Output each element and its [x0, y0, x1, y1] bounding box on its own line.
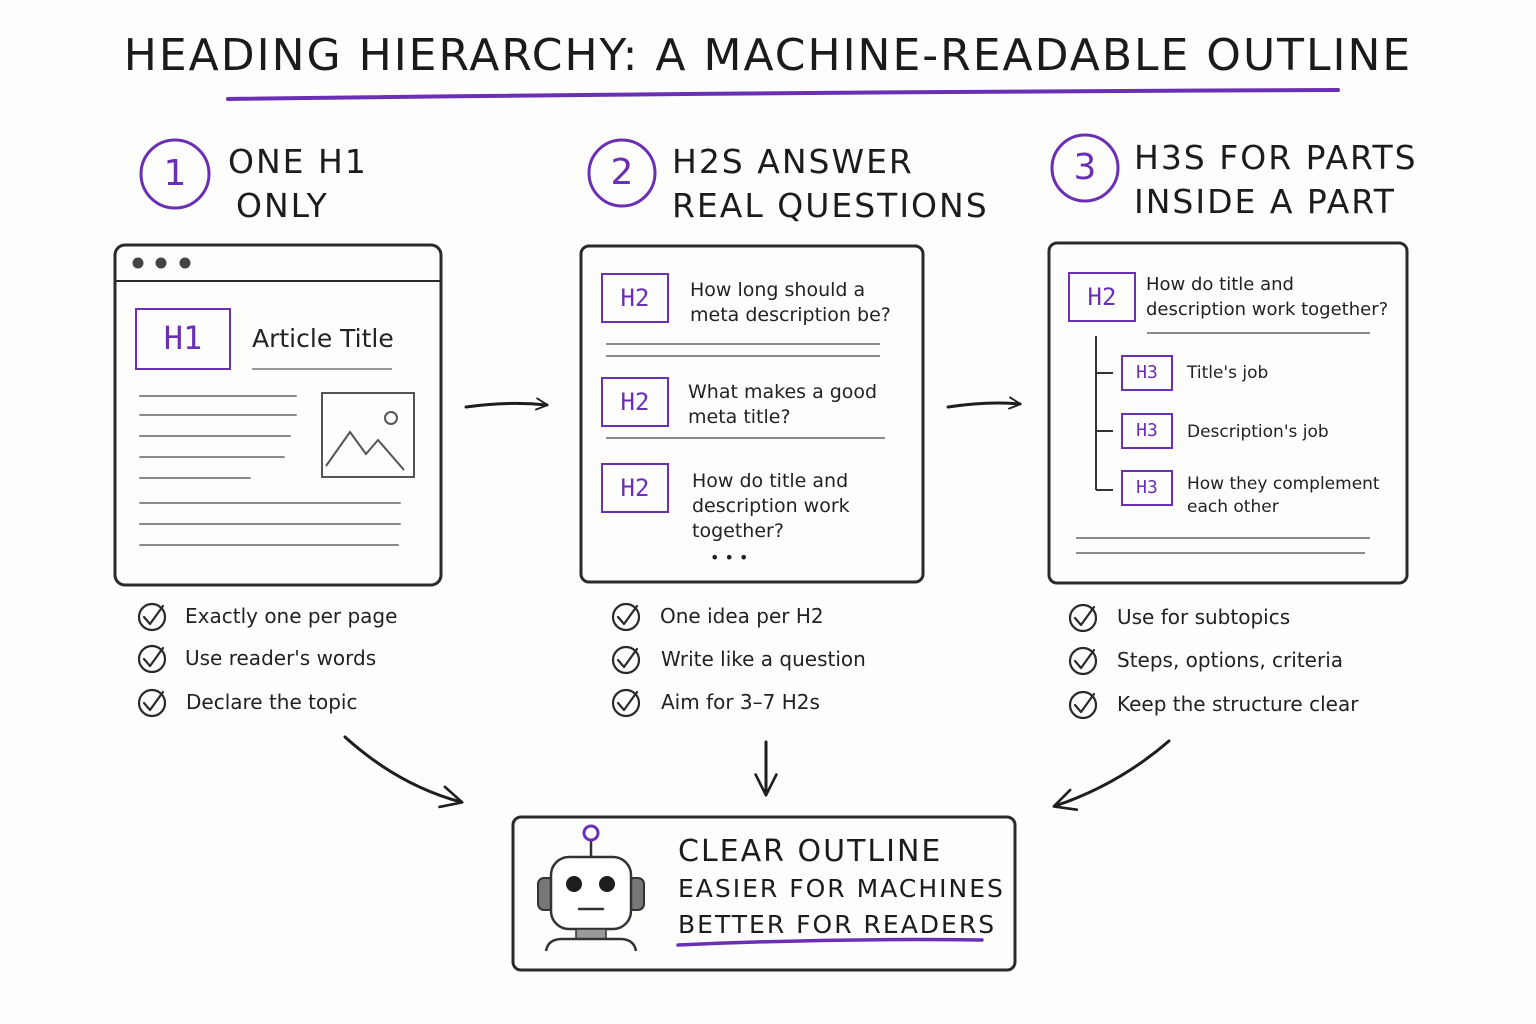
check-item: Aim for 3–7 H2s	[661, 690, 820, 714]
check-icons	[137, 602, 1098, 720]
result-line-readers: Better for readers	[678, 910, 997, 939]
robot-icon	[537, 824, 645, 952]
check-item: Steps, options, criteria	[1117, 648, 1344, 672]
check-item: Use reader's words	[185, 646, 377, 670]
h3-item-3: How they complement each other	[1187, 474, 1380, 517]
tree-connector	[1095, 336, 1113, 491]
check-item: One idea per H2	[660, 604, 824, 628]
result-box	[511, 815, 1017, 972]
check-item: Exactly one per page	[185, 604, 398, 628]
h3-tag: H3	[1121, 355, 1173, 391]
h3-panel-footer-lines	[1076, 537, 1370, 554]
h2-tag: H2	[601, 463, 669, 513]
title-underline	[226, 88, 1340, 101]
result-heading: Clear outline	[678, 834, 943, 869]
step-1-circle	[139, 138, 211, 210]
h3-item-1: Title's job	[1187, 363, 1269, 383]
image-placeholder-icon	[321, 392, 415, 478]
page-title: Heading Hierarchy: A Machine-Readable Ou…	[123, 30, 1413, 81]
arrow-2-to-3	[946, 396, 1022, 410]
h1-tag: H1	[135, 308, 231, 370]
check-item: Keep the structure clear	[1117, 692, 1359, 716]
arrow-1-to-2	[464, 397, 549, 411]
h2-separators	[606, 343, 885, 439]
step-3-title: H3s for parts inside a part	[1134, 138, 1418, 221]
step-1-number: 1	[163, 153, 187, 194]
step-2-number: 2	[610, 152, 634, 193]
h3-panel	[1047, 241, 1409, 585]
check-item: Write like a question	[661, 647, 866, 671]
step-3-number: 3	[1073, 147, 1097, 188]
article-title: Article Title	[252, 324, 394, 353]
h2-panel	[579, 244, 925, 584]
h2-tag: H2	[601, 377, 669, 427]
check-item: Declare the topic	[186, 690, 358, 714]
h2-question-3: How do title and description work togeth…	[692, 470, 850, 542]
parent-h2-tag: H2	[1068, 272, 1136, 322]
text-placeholder-lines	[139, 395, 401, 546]
check-item: Use for subtopics	[1117, 605, 1291, 629]
h3-item-2: Description's job	[1187, 422, 1329, 442]
step-2-title: H2s Answer real questions	[672, 142, 989, 225]
result-underline	[676, 937, 984, 947]
browser-window-icon	[113, 243, 443, 587]
h2-question-2: What makes a good meta title?	[688, 381, 878, 428]
h2-question-1: How long should a meta description be?	[690, 279, 891, 326]
result-line-machines: Easier for machines	[678, 874, 1005, 903]
step-2-circle	[587, 138, 657, 208]
arrow-3-to-result	[1052, 739, 1171, 811]
arrow-1-to-result	[343, 735, 464, 809]
step-3-circle	[1050, 133, 1120, 203]
h2-tag: H2	[601, 273, 669, 323]
step-1-title: One H1 only	[228, 142, 368, 225]
parent-h2-text: How do title and description work togeth…	[1146, 274, 1389, 320]
h3-tag: H3	[1121, 470, 1173, 506]
more-ellipsis: • • •	[710, 548, 749, 567]
h3-tag: H3	[1121, 413, 1173, 449]
